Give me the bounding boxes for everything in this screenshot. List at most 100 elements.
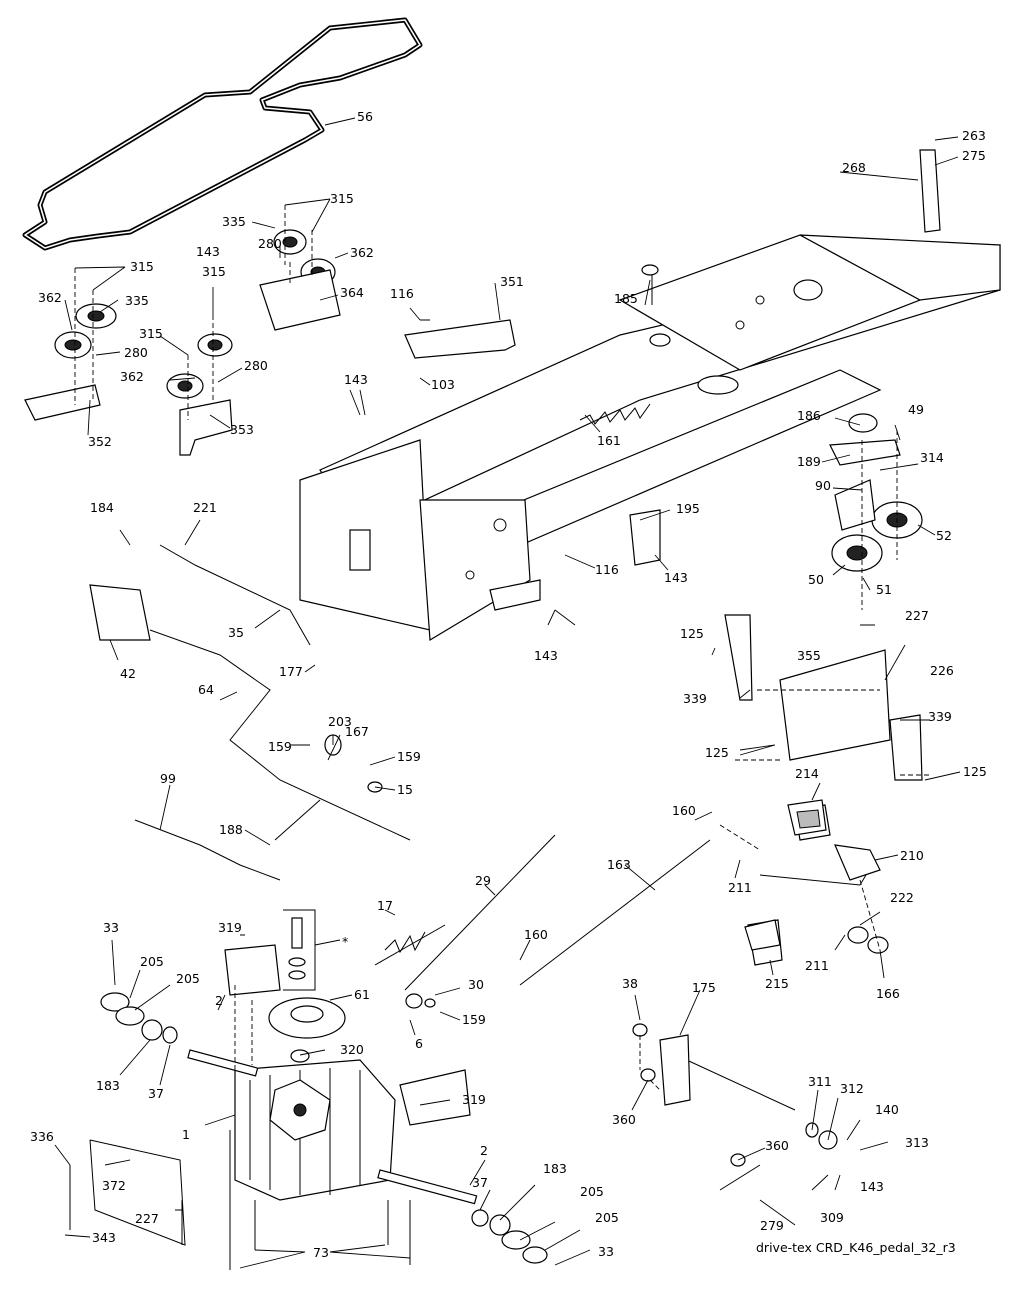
- callout-2: 2: [215, 993, 223, 1008]
- callout-159: 159: [462, 1012, 486, 1027]
- callout-312: 312: [840, 1081, 864, 1096]
- drive-belt: [22, 17, 423, 251]
- callout-314: 314: [920, 450, 944, 465]
- drawing-caption: drive-tex CRD_K46_pedal_32_r3: [756, 1240, 956, 1255]
- callout-315: 315: [130, 259, 154, 274]
- callout-37: 37: [148, 1086, 164, 1101]
- callout-335: 335: [125, 293, 149, 308]
- callout-143: 143: [534, 648, 558, 663]
- callout-185: 185: [614, 291, 638, 306]
- callout-188: 188: [219, 822, 243, 837]
- callout-2: 2: [480, 1143, 488, 1158]
- callout-99: 99: [160, 771, 176, 786]
- callout-227: 227: [135, 1211, 159, 1226]
- brackets: [24, 269, 923, 1126]
- callout-364: 364: [340, 285, 364, 300]
- callout-362: 362: [350, 245, 374, 260]
- callout-49: 49: [908, 402, 924, 417]
- callout-268: 268: [842, 160, 866, 175]
- callout-279: 279: [760, 1218, 784, 1233]
- callout-33: 33: [598, 1244, 614, 1259]
- callout-280: 280: [244, 358, 268, 373]
- callout-64: 64: [198, 682, 214, 697]
- callout-184: 184: [90, 500, 114, 515]
- callout-360: 360: [765, 1138, 789, 1153]
- callout-186: 186: [797, 408, 821, 423]
- callout-140: 140: [875, 1102, 899, 1117]
- callout-166: 166: [876, 986, 900, 1001]
- callout-352: 352: [88, 434, 112, 449]
- callout-315: 315: [202, 264, 226, 279]
- spring-17: [384, 931, 426, 954]
- callout-50: 50: [808, 572, 824, 587]
- callout-355: 355: [797, 648, 821, 663]
- callout-313: 313: [905, 1135, 929, 1150]
- callout-183: 183: [543, 1161, 567, 1176]
- callout-167: 167: [345, 724, 369, 739]
- callout-205: 205: [176, 971, 200, 986]
- callout-320: 320: [340, 1042, 364, 1057]
- callout-203: 203: [328, 714, 352, 729]
- callout-star: *: [342, 934, 348, 949]
- callout-280: 280: [124, 345, 148, 360]
- callout-15: 15: [397, 782, 413, 797]
- callout-143: 143: [860, 1179, 884, 1194]
- callout-159: 159: [397, 749, 421, 764]
- callout-205: 205: [580, 1184, 604, 1199]
- callout-372: 372: [102, 1178, 126, 1193]
- centerlines: [74, 205, 930, 1091]
- callout-143: 143: [196, 244, 220, 259]
- callout-309: 309: [820, 1210, 844, 1225]
- callout-221: 221: [193, 500, 217, 515]
- leader-lines: [54, 117, 961, 1269]
- callout-211: 211: [728, 880, 752, 895]
- callout-222: 222: [890, 890, 914, 905]
- callout-280: 280: [258, 236, 282, 251]
- callout-17: 17: [377, 898, 393, 913]
- callout-125: 125: [680, 626, 704, 641]
- callout-125: 125: [963, 764, 987, 779]
- callout-189: 189: [797, 454, 821, 469]
- callout-51: 51: [876, 582, 892, 597]
- callout-214: 214: [795, 766, 819, 781]
- callout-33: 33: [103, 920, 119, 935]
- callout-319: 319: [462, 1092, 486, 1107]
- callout-336: 336: [30, 1129, 54, 1144]
- callout-160: 160: [672, 803, 696, 818]
- callout-159: 159: [268, 739, 292, 754]
- callout-183: 183: [96, 1078, 120, 1093]
- callout-73: 73: [313, 1245, 329, 1260]
- callout-177: 177: [279, 664, 303, 679]
- callout-275: 275: [962, 148, 986, 163]
- callout-353: 353: [230, 422, 254, 437]
- callout-161: 161: [597, 433, 621, 448]
- callout-210: 210: [900, 848, 924, 863]
- callout-211: 211: [805, 958, 829, 973]
- callout-61: 61: [354, 987, 370, 1002]
- callout-315: 315: [139, 326, 163, 341]
- callout-90: 90: [815, 478, 831, 493]
- callout-116: 116: [390, 286, 414, 301]
- callout-226: 226: [930, 663, 954, 678]
- callout-195: 195: [676, 501, 700, 516]
- callout-205: 205: [595, 1210, 619, 1225]
- callout-362: 362: [120, 369, 144, 384]
- callout-116: 116: [595, 562, 619, 577]
- transaxle: [187, 1049, 478, 1205]
- callout-343: 343: [92, 1230, 116, 1245]
- callout-175: 175: [692, 980, 716, 995]
- callout-163: 163: [607, 857, 631, 872]
- callout-351: 351: [500, 274, 524, 289]
- callout-30: 30: [468, 977, 484, 992]
- callout-339: 339: [928, 709, 952, 724]
- callout-339: 339: [683, 691, 707, 706]
- callout-143: 143: [344, 372, 368, 387]
- callout-205: 205: [140, 954, 164, 969]
- callout-37: 37: [472, 1175, 488, 1190]
- callout-1: 1: [182, 1127, 190, 1142]
- callout-38: 38: [622, 976, 638, 991]
- callout-227: 227: [905, 608, 929, 623]
- inset-box: [283, 909, 316, 991]
